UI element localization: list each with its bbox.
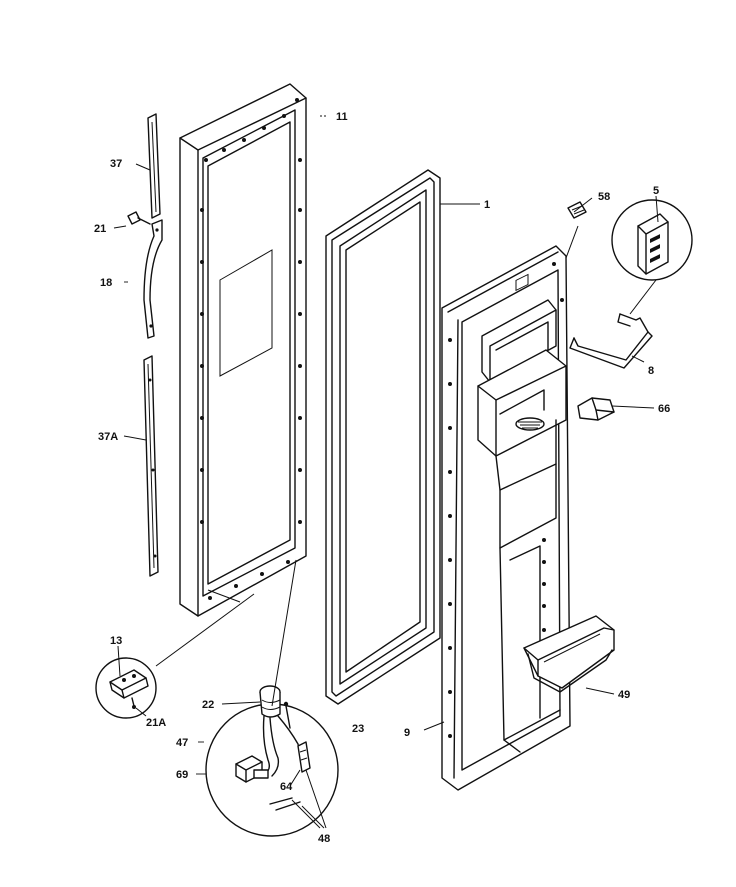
label-69: 69 <box>176 769 188 781</box>
screw-21 <box>127 211 151 225</box>
dispenser-liner-9 <box>441 245 571 791</box>
label-47: 47 <box>176 737 188 749</box>
drip-tray-49 <box>523 615 615 693</box>
leader-lines <box>113 115 659 829</box>
label-21: 21 <box>94 223 106 235</box>
door-gasket-1 <box>325 169 441 705</box>
label-48: 48 <box>318 833 330 845</box>
door-panel-11 <box>179 83 307 617</box>
trim-strip-37a <box>143 355 159 577</box>
label-8: 8 <box>648 365 654 377</box>
label-21a: 21A <box>146 717 166 729</box>
label-58: 58 <box>598 191 610 203</box>
label-1: 1 <box>484 199 490 211</box>
label-37a: 37A <box>98 431 118 443</box>
trim-strip-37 <box>147 113 161 219</box>
detail-circle-wiring-47 <box>205 685 339 837</box>
label-18: 18 <box>100 277 112 289</box>
label-64: 64 <box>280 781 293 793</box>
detail-circle-part-13 <box>95 657 157 719</box>
label-11: 11 <box>336 111 348 123</box>
label-49: 49 <box>618 689 630 701</box>
part-66 <box>577 397 615 421</box>
detail-circle-part-5 <box>611 199 693 281</box>
label-37: 37 <box>110 158 122 170</box>
part-labels: 11 1 37 21 18 37A 58 5 8 66 13 21A 22 47… <box>94 111 670 845</box>
bracket-8 <box>569 313 653 369</box>
label-9: 9 <box>404 727 410 739</box>
label-5: 5 <box>653 185 659 197</box>
label-23: 23 <box>352 723 364 735</box>
label-22: 22 <box>202 699 214 711</box>
handle-18 <box>143 219 163 339</box>
label-13: 13 <box>110 635 122 647</box>
label-66: 66 <box>658 403 670 415</box>
